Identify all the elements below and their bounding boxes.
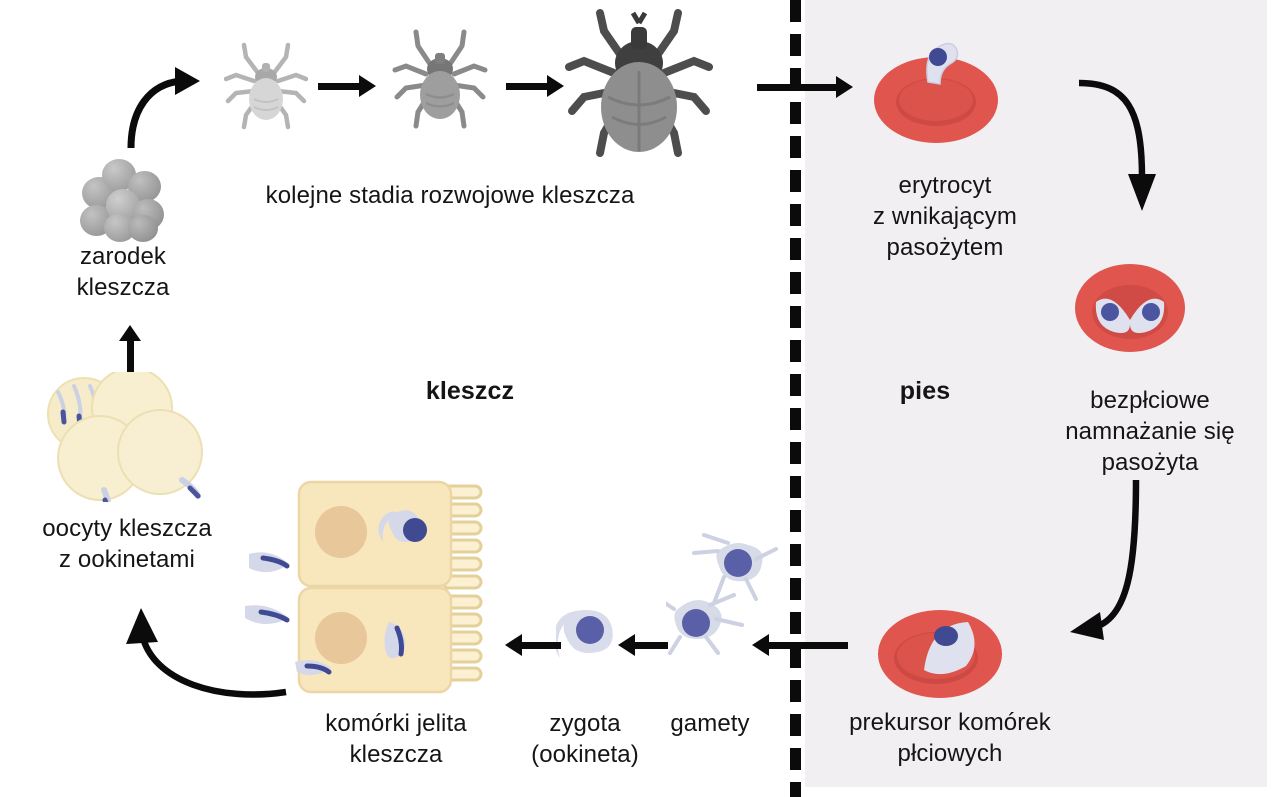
gametes-icon (660, 533, 788, 655)
label-gamete-precursor: prekursor komórek płciowych (849, 709, 1051, 767)
label-erythrocyte-entry: erytrocyt z wnikającym pasożytem (873, 172, 1017, 261)
tick-oocytes-with-ookinetes-icon (32, 367, 212, 515)
erythrocyte-with-entering-parasite-icon (868, 28, 1014, 148)
label-tick-oocytes: oocyty kleszcza z ookinetami (42, 515, 212, 573)
tick-stage-larva-icon (224, 37, 308, 137)
tick-stage-adult-icon (564, 5, 714, 165)
tick-stage-nymph-icon (392, 22, 488, 137)
arrow-gut-cells-to-oocytes (126, 608, 287, 698)
arrow-embryo-to-tick-stages (127, 67, 200, 149)
label-gametes: gamety (670, 710, 750, 737)
label-tick-stages: kolejne stadia rozwojowe kleszcza (265, 182, 635, 209)
label-zygote: zygota (ookineta) (531, 710, 639, 768)
label-gut-cells: komórki jelita kleszcza (325, 710, 467, 768)
section-title-tick: kleszcz (425, 377, 515, 405)
tick-embryo-cluster-icon (76, 157, 168, 243)
parasite-entering-gut-icon (245, 548, 305, 648)
label-tick-embryo: zarodek kleszcza (76, 243, 170, 301)
host-divider-dashed-line (790, 0, 801, 797)
arrow-asexual-division-to-precursor (1070, 479, 1140, 640)
zygote-ookinete-icon (553, 604, 622, 672)
erythrocyte-gamete-precursor-icon (872, 596, 1014, 708)
tick-gut-cells-icon (293, 474, 493, 700)
section-title-dog: pies (899, 377, 951, 405)
erythrocyte-dividing-parasite-icon (1068, 256, 1192, 360)
label-asexual-multiplication: bezpłciowe namnażanie się pasożyta (1065, 387, 1235, 476)
arrow-erythrocyte-to-asexual-division (1078, 79, 1156, 211)
